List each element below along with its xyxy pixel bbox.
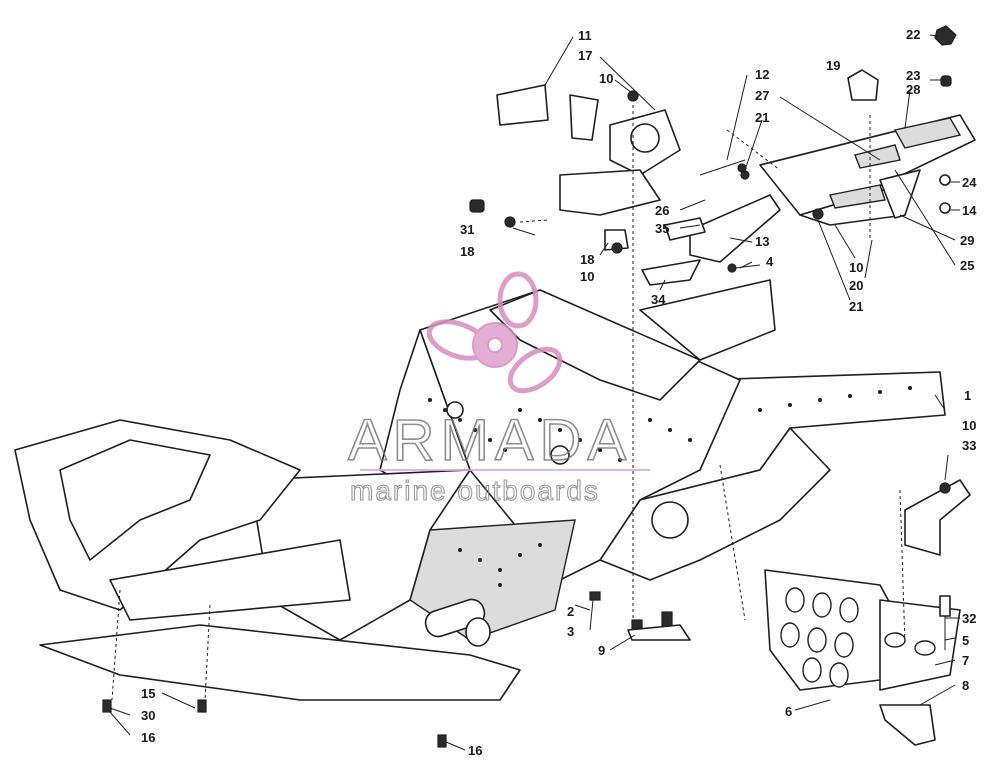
callout-9: 9 (598, 643, 605, 658)
chassis-frame (14, 279, 946, 701)
callout-21: 21 (755, 110, 769, 125)
callout-1: 1 (964, 388, 971, 403)
callout-10-lower: 10 (962, 418, 976, 433)
leader-lines (109, 34, 960, 751)
callout-21-right: 21 (849, 299, 863, 314)
propeller-logo-icon (426, 271, 563, 394)
dash-panel-assembly (740, 25, 976, 226)
callout-30: 30 (141, 708, 155, 723)
callout-22: 22 (906, 27, 920, 42)
callout-24: 24 (962, 175, 977, 190)
watermark-title: ARMADA (348, 408, 632, 473)
callout-17: 17 (578, 48, 592, 63)
callout-11: 11 (578, 28, 592, 43)
steering-support-assembly (496, 84, 681, 254)
callout-20: 20 (849, 278, 863, 293)
callout-3: 3 (567, 624, 574, 639)
callout-33: 33 (962, 438, 976, 453)
callout-5: 5 (962, 633, 969, 648)
callout-31: 31 (460, 222, 474, 237)
callout-10-right: 10 (849, 260, 863, 275)
callout-2: 2 (567, 604, 574, 619)
callout-29: 29 (960, 233, 974, 248)
callout-19: 19 (826, 58, 840, 73)
callout-23: 23 (906, 68, 920, 83)
callout-28: 28 (906, 82, 920, 97)
callout-labels: 11 17 10 12 27 21 19 28 22 23 24 14 29 2… (141, 27, 977, 758)
callout-16-right: 16 (468, 743, 482, 758)
callout-25: 25 (960, 258, 974, 273)
callout-7: 7 (962, 653, 969, 668)
callout-4: 4 (766, 254, 774, 269)
foot-plate-assembly (764, 479, 971, 746)
callout-6: 6 (785, 704, 792, 719)
callout-26: 26 (655, 203, 669, 218)
callout-10-center: 10 (580, 269, 594, 284)
armada-watermark: ARMADA marine outboards (347, 271, 650, 507)
callout-27: 27 (755, 88, 769, 103)
callout-18-left: 18 (460, 244, 474, 259)
callout-34: 34 (651, 292, 666, 307)
callout-18-center: 18 (580, 252, 594, 267)
callout-32: 32 (962, 611, 976, 626)
console-bracket-assembly (641, 159, 781, 286)
fasteners (102, 199, 737, 748)
callout-8: 8 (962, 678, 969, 693)
callout-14: 14 (962, 203, 977, 218)
callout-12: 12 (755, 67, 769, 82)
watermark-subtitle: marine outboards (350, 475, 600, 506)
callout-16-left: 16 (141, 730, 155, 745)
callout-10: 10 (599, 71, 613, 86)
callout-35: 35 (655, 221, 669, 236)
callout-15: 15 (141, 686, 155, 701)
callout-13: 13 (755, 234, 769, 249)
